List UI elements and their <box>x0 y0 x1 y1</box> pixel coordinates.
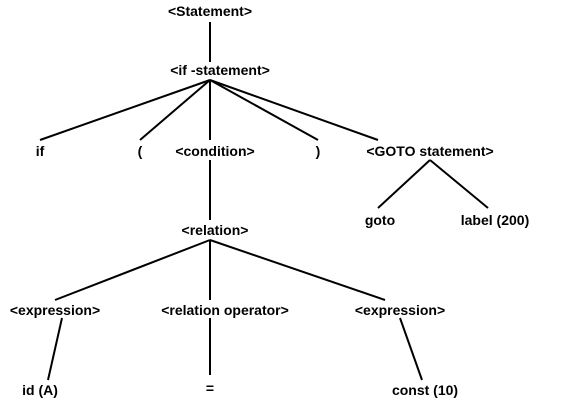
node-statement: <Statement> <box>168 3 252 19</box>
edge-expression-left-id <box>47 317 63 381</box>
node-goto-keyword: goto <box>365 212 395 228</box>
edge-goto-statement-label <box>429 159 489 209</box>
edge-expression-right-const <box>399 317 423 381</box>
node-id-a: id (A) <box>22 382 58 398</box>
node-expression-right: <expression> <box>355 302 445 318</box>
edge-if-statement-close-paren <box>209 79 319 141</box>
node-relation-operator: <relation operator> <box>161 302 289 318</box>
node-goto-statement: <GOTO statement> <box>366 143 493 159</box>
node-expression-left: <expression> <box>10 302 100 318</box>
node-if-statement: <if -statement> <box>170 62 270 78</box>
node-label: label (200) <box>461 212 529 228</box>
node-close-paren: ) <box>316 143 321 159</box>
node-equals: = <box>206 380 214 396</box>
tree-edges <box>39 22 489 381</box>
tree-nodes: <Statement> <if -statement> if ( <condit… <box>10 3 529 398</box>
node-condition: <condition> <box>175 143 254 159</box>
edge-relation-expression-left <box>54 239 211 301</box>
node-if-keyword: if <box>36 143 45 159</box>
edge-if-statement-if <box>39 79 211 141</box>
node-open-paren: ( <box>138 143 143 159</box>
edge-if-statement-goto-statement <box>209 79 379 141</box>
edge-relation-expression-right <box>209 239 386 301</box>
node-relation: <relation> <box>182 222 249 238</box>
node-const-10: const (10) <box>392 382 458 398</box>
edge-goto-statement-goto <box>377 159 431 209</box>
edge-if-statement-open-paren <box>139 79 211 141</box>
